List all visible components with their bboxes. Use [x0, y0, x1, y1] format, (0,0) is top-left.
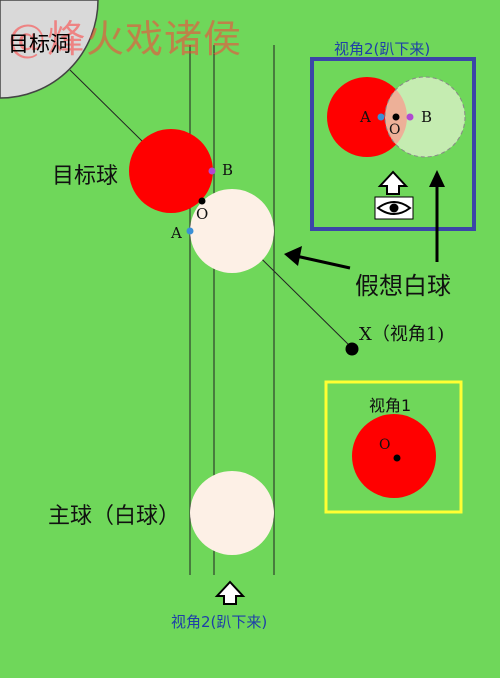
view2-point-b-label: B [421, 108, 433, 126]
cue-ball [190, 471, 274, 555]
view2-point-a-marker [377, 113, 385, 121]
view2-point-o-label: O [389, 122, 401, 138]
view2-frame [310, 57, 476, 231]
eye-icon [374, 196, 414, 220]
view1-contact-point [393, 454, 401, 462]
view1-point-o-label: O [379, 437, 391, 453]
ghost-pointer-arrowhead [284, 246, 302, 266]
ghost-cue-ball [190, 189, 274, 273]
watermark: @烽火戏诸侯 [8, 17, 243, 61]
point-a-label: A [171, 224, 182, 242]
point-a-marker [186, 227, 194, 235]
view2-point-o [392, 113, 400, 121]
view1-target-ball [352, 414, 436, 498]
view2-point-b-marker [406, 113, 414, 121]
contact-point-o [198, 197, 206, 205]
view1-frame [324, 380, 463, 514]
cue-ball-label: 主球（白球） [48, 504, 181, 529]
bottom-up-arrow-icon [214, 580, 246, 605]
point-b-label: B [222, 161, 234, 179]
view2-point-a-label: A [360, 108, 371, 126]
view2-pointer-arrowhead [429, 170, 445, 187]
pocket-label: 目标洞 [8, 32, 71, 56]
view1-point [345, 342, 359, 356]
up-arrow-icon [377, 170, 409, 195]
view1-point-label: X（视角1) [359, 324, 445, 345]
view2-bottom-label: 视角2(趴下来) [171, 613, 268, 631]
point-b-marker [208, 167, 216, 175]
point-o-label: O [196, 205, 209, 223]
view2-ghost-ball [384, 76, 466, 158]
view2-title: 视角2(趴下来) [334, 40, 431, 58]
view2-target-ball [327, 77, 407, 157]
view1-title: 视角1 [369, 396, 412, 415]
target-ball-label: 目标球 [52, 164, 119, 189]
ghost-pointer-arrow [295, 254, 351, 270]
ghost-ball-label: 假想白球 [355, 272, 451, 300]
pocket [0, 0, 99, 99]
target-ball [129, 129, 213, 213]
